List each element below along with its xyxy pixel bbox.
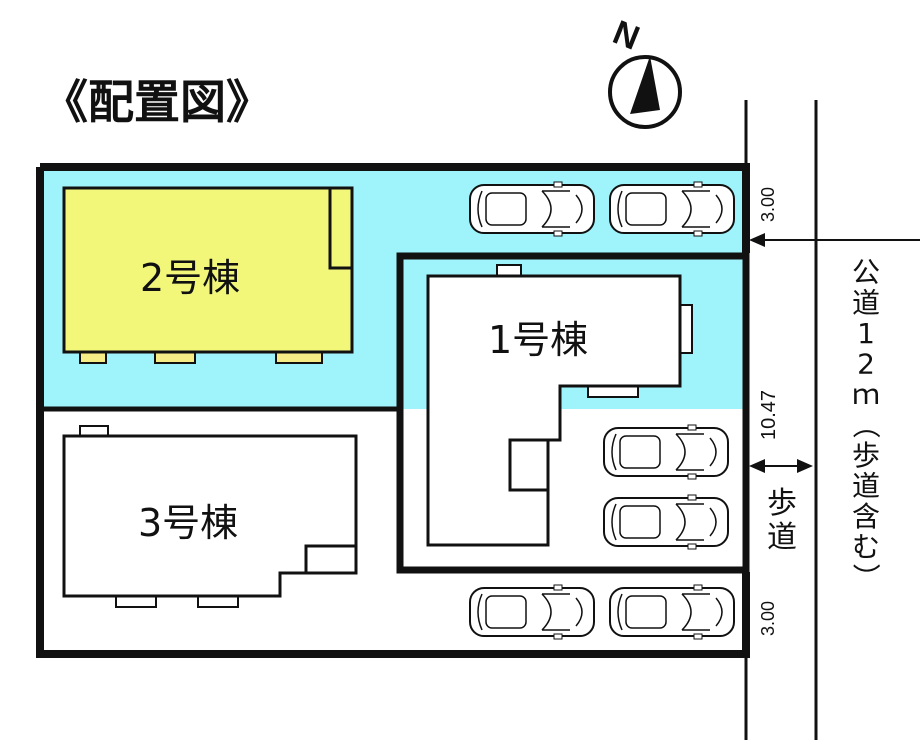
parking-cars <box>469 181 735 640</box>
frontage-dimension-bottom: 3.00 <box>758 601 778 636</box>
frontage-dimension-top: 3.00 <box>758 187 778 222</box>
car-icon <box>609 584 735 640</box>
public-road-label-char: 1 <box>857 317 875 350</box>
compass-north-label: N <box>608 13 645 57</box>
public-road-label-char: ｍ <box>852 378 880 411</box>
sidewalk-width-dimension <box>749 459 813 473</box>
public-road-label-char: （ <box>849 411 882 439</box>
building-3: 3号棟 <box>62 425 358 608</box>
sidewalk-label: 歩道 <box>767 486 797 555</box>
building-1: 1号棟 <box>426 264 693 547</box>
car-icon <box>469 584 595 640</box>
public-road-label-char: 含 <box>852 500 880 533</box>
frontage-dimension-middle: 10.47 <box>758 390 780 440</box>
public-road-label-char: 公 <box>852 256 880 289</box>
plan-title: 《配置図》 <box>42 75 272 129</box>
public-road-label-char: む <box>852 531 880 564</box>
building-1-label: 1号棟 <box>488 318 588 362</box>
public-road-label-char: 2 <box>857 348 875 381</box>
car-icon <box>609 181 735 237</box>
public-road-label-char: 道 <box>852 470 880 503</box>
public-road-label-char: 道 <box>852 287 880 320</box>
north-arrow-icon: N <box>608 13 682 129</box>
building-3-label: 3号棟 <box>138 501 238 545</box>
road-width-dimension <box>749 233 920 247</box>
building-2-label: 2号棟 <box>140 256 240 300</box>
sidewalk-label-char: 道 <box>767 520 797 555</box>
car-icon <box>469 181 595 237</box>
public-road-label-char: ） <box>849 563 882 591</box>
building-2: 2号棟 <box>62 186 354 364</box>
public-road-label-char: 歩 <box>852 439 880 472</box>
sidewalk-label-char: 歩 <box>767 486 797 521</box>
car-icon <box>603 424 729 480</box>
car-icon <box>603 494 729 550</box>
